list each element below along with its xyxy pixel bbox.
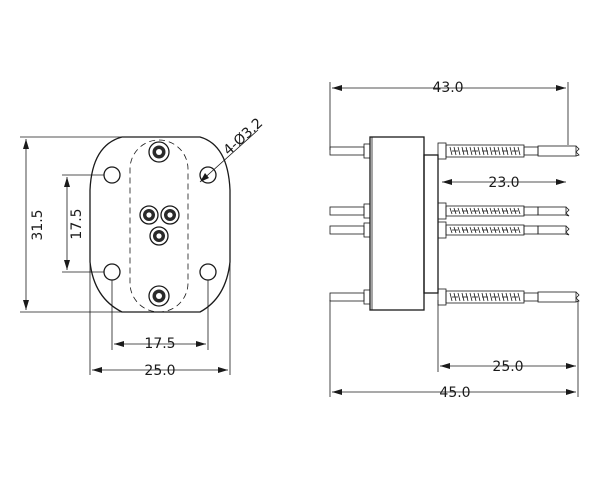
pin-collar-right-3	[437, 288, 447, 306]
dim-length-overall-top-label: 43.0	[432, 80, 463, 96]
dim-hole-spacing-horizontal-label: 17.5	[144, 336, 175, 352]
contact-top	[148, 141, 170, 163]
pin-collar-left-3	[363, 289, 371, 305]
pin-stub-left-1	[329, 206, 365, 216]
mounting-hole-bottom-left	[103, 263, 121, 281]
dim-pin-length: 23.0	[442, 175, 566, 191]
pin-collar-right-1	[437, 202, 447, 220]
pin-break-3	[575, 291, 580, 303]
pin-neck-0	[523, 146, 539, 156]
dim-width-overall: 25.0	[89, 262, 231, 379]
dim-length-overall-bottom: 45.0	[329, 300, 579, 401]
insulator-outline	[129, 139, 189, 313]
mounting-hole-top-right	[199, 166, 217, 184]
pin-stub-left-0	[329, 146, 365, 156]
pin-tip-2	[537, 225, 567, 235]
contact-bottom	[148, 285, 170, 307]
side-view: 43.0 23.0 25.0 45.0	[329, 80, 580, 401]
dim-length-overall-top: 43.0	[329, 80, 569, 150]
pin-tip-3	[537, 291, 577, 303]
dim-hole-spacing-vertical-label: 17.5	[69, 208, 85, 239]
side-body	[423, 154, 439, 294]
pin-break-2	[565, 225, 570, 236]
side-flange	[369, 136, 425, 311]
dim-length-overall-bottom-label: 45.0	[439, 385, 470, 401]
dim-height-overall-label: 31.5	[30, 209, 46, 240]
pin-neck-2	[523, 225, 539, 235]
contact-center-bottom	[149, 226, 169, 246]
dim-pin-length-label: 23.0	[488, 175, 519, 191]
pin-collar-left-1	[363, 203, 371, 219]
side-pins	[329, 142, 580, 306]
dim-hole-callout-label: 4-Ø3.2	[220, 115, 266, 159]
pin-stub-left-3	[329, 292, 365, 302]
mounting-hole-top-left	[103, 166, 121, 184]
dim-height-overall: 31.5	[20, 136, 122, 313]
pin-neck-3	[523, 292, 539, 302]
pin-break-1	[565, 206, 570, 217]
pin-tip-1	[537, 206, 567, 216]
pin-neck-1	[523, 206, 539, 216]
dim-hole-spacing-horizontal: 17.5	[111, 280, 209, 352]
pin-stub-left-2	[329, 225, 365, 235]
pin-collar-right-2	[437, 221, 447, 239]
pin-collar-left-0	[363, 143, 371, 159]
contact-center-right	[160, 205, 180, 225]
dim-hole-spacing-vertical: 17.5	[62, 174, 104, 273]
front-view: 31.5 17.5 17.5 25.0	[20, 115, 266, 379]
pin-collar-left-2	[363, 222, 371, 238]
dim-width-overall-label: 25.0	[144, 363, 175, 379]
pin-collar-right-0	[437, 142, 447, 160]
pin-break-0	[575, 145, 580, 157]
mounting-hole-bottom-right	[199, 263, 217, 281]
dim-hole-callout: 4-Ø3.2	[199, 115, 266, 183]
contact-center-left	[139, 205, 159, 225]
dim-pin-length-lower-label: 25.0	[492, 359, 523, 375]
pin-tip-0	[537, 145, 577, 157]
dim-pin-length-lower: 25.0	[437, 300, 579, 375]
